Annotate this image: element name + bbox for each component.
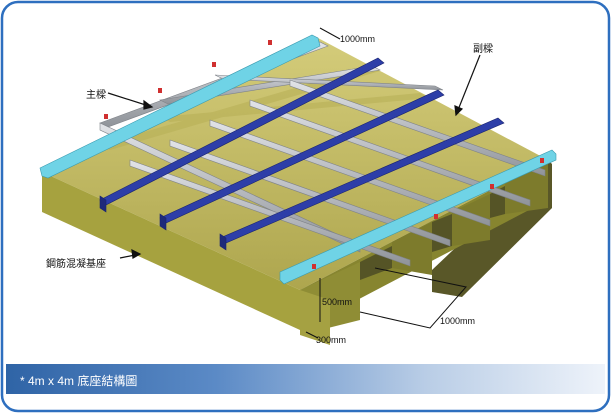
dimension-top-label: 1000mm (340, 34, 376, 44)
callout-arrows (107, 54, 481, 259)
concrete-front-face (42, 172, 300, 330)
caption-text: * 4m x 4m 底座結構圖 (20, 374, 138, 388)
dimension-bottom-label: 1000mm (440, 316, 476, 326)
secondary-beams (99, 57, 505, 251)
caption-bar: * 4m x 4m 底座結構圖 (6, 364, 605, 394)
concrete-base-label: 鋼筋混凝基座 (46, 259, 106, 270)
main-beam-label: 主樑 (86, 90, 106, 101)
dimension-lines (305, 27, 467, 339)
secondary-beam-label: 副樑 (473, 44, 493, 55)
red-brackets (104, 40, 544, 269)
dimension-height-label: 500mm (322, 297, 353, 307)
main-beams (39, 34, 557, 285)
dimension-width-label: 300mm (316, 335, 347, 345)
